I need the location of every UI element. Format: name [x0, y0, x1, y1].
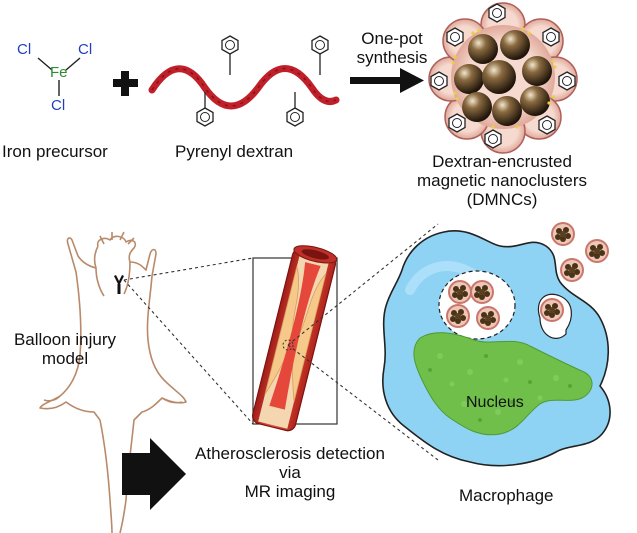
- nanocluster-icon: [470, 280, 494, 304]
- product-label-line3: (DMNCs): [466, 190, 538, 209]
- chloride-atom-label: Cl: [51, 97, 66, 114]
- blood-vessel-icon: [252, 245, 338, 432]
- product-label-line1: Dextran-encrusted: [432, 152, 572, 171]
- arrow-right-icon: [350, 68, 424, 93]
- detection-label-line1: Atherosclerosis detection: [195, 444, 385, 463]
- detection-label: Atherosclerosis detection via MR imaging: [180, 444, 400, 501]
- dextran-wave-icon: [148, 35, 340, 127]
- nanocluster-icon: [551, 222, 575, 246]
- nanocluster-icon: [476, 306, 500, 330]
- pyrenyl-dextran-label: Pyrenyl dextran: [175, 142, 294, 161]
- benzene-ring-icon: [196, 107, 214, 127]
- macrophage-cell-icon: [382, 222, 611, 467]
- model-label: Balloon injury model: [4, 330, 126, 368]
- block-arrow-icon: [122, 438, 186, 510]
- chloride-atom-label: Cl: [78, 41, 93, 58]
- model-label-line1: Balloon injury: [13, 330, 117, 349]
- injury-site-marker: [114, 275, 124, 294]
- nanocluster-icon: [448, 280, 472, 304]
- plus-icon: [113, 71, 138, 96]
- chloride-atom-label: Cl: [17, 41, 32, 58]
- nanocluster-icon: [540, 298, 564, 322]
- process-label-line2: synthesis: [356, 48, 428, 67]
- nanocluster-icon: [446, 304, 470, 328]
- nucleus-label: Nucleus: [466, 394, 524, 411]
- zoom-connector-lines: [123, 257, 254, 425]
- nanocluster-icon: [585, 239, 609, 263]
- fecl3-bonds: [37, 57, 81, 96]
- benzene-ring-icon: [221, 35, 239, 55]
- macrophage-label: Macrophage: [459, 486, 554, 505]
- process-label-line1: One-pot: [361, 29, 423, 48]
- product-label: Dextran-encrusted magnetic nanoclusters …: [402, 152, 602, 209]
- process-label: One-pot synthesis: [352, 29, 432, 67]
- rat-outline-icon: [39, 231, 187, 533]
- iron-atom-label: Fe: [50, 64, 68, 81]
- benzene-ring-icon: [286, 107, 304, 127]
- model-label-line2: model: [41, 349, 89, 368]
- detection-label-line2: via: [279, 463, 301, 482]
- zoom-connector-lines: [287, 223, 439, 461]
- product-label-line2: magnetic nanoclusters: [416, 171, 588, 190]
- iron-precursor-label: Iron precursor: [2, 142, 108, 161]
- nanocluster-icon: [560, 258, 584, 282]
- nanocluster-icon: [428, 2, 578, 154]
- detection-label-line3: MR imaging: [244, 482, 336, 501]
- benzene-ring-icon: [311, 35, 329, 55]
